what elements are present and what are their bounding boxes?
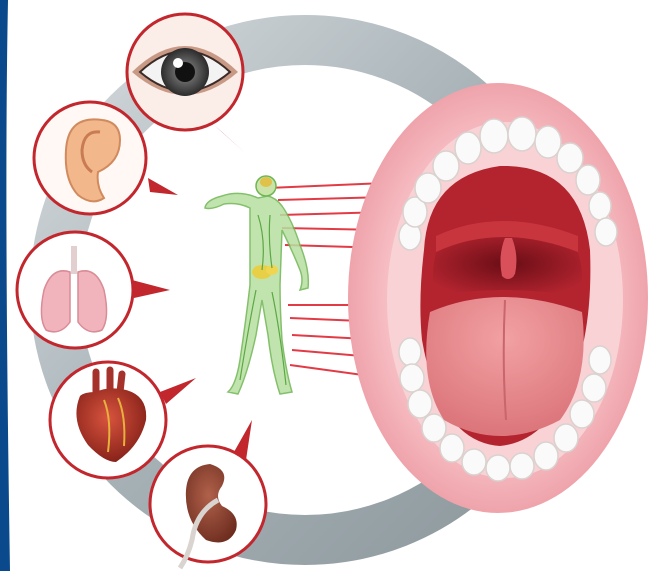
human-body-figure [205,176,308,394]
connector-line [268,183,385,188]
kidney-badge [150,420,266,568]
open-mouth-illustration [348,83,648,513]
lungs-badge [17,232,170,348]
frame-edge [0,0,10,571]
